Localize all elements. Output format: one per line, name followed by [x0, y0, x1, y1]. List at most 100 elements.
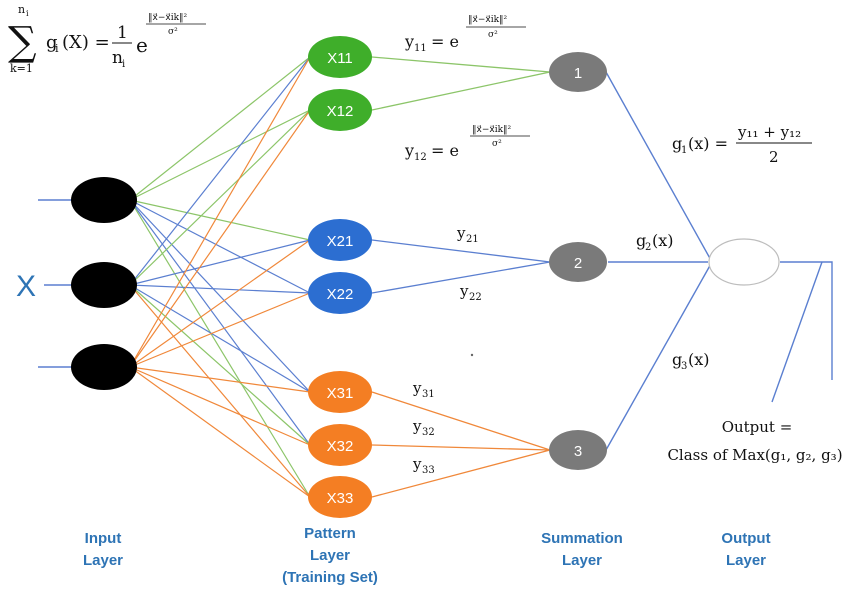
pattern-node-x31: [308, 371, 372, 413]
g2-arg: (x): [652, 231, 674, 250]
edge-in1-x22: [129, 199, 311, 294]
formula-gi: n i ∑ k=1 g i (X) = 1 n i e ‖x⃗−x⃗ik‖² σ…: [8, 3, 206, 75]
y21-label: y: [456, 224, 466, 242]
y11-eq: = e: [431, 32, 459, 51]
sum-upper: n: [18, 3, 25, 16]
x11-label: X11: [327, 50, 353, 67]
g1-lhs: g: [672, 134, 682, 153]
pattern-node-x12: [308, 89, 372, 131]
pattern-node-x22: [308, 272, 372, 314]
frac-num: 1: [117, 23, 128, 43]
y12-exp-den: σ²: [492, 139, 502, 149]
edge-in1-x11: [129, 56, 311, 201]
input-node-2: [71, 262, 137, 308]
summation-layer-nodes: 1 2 3: [549, 52, 607, 470]
y11-exp-den: σ²: [488, 30, 498, 40]
g-lhs-arg: (X) =: [62, 32, 110, 53]
input-x-symbol: X: [16, 270, 36, 303]
g1-sub: 1: [681, 145, 687, 156]
edge-in2-x21: [129, 239, 311, 286]
input-pattern-edges: [129, 56, 311, 498]
edge-x12-s1: [371, 71, 551, 111]
y22-label: y: [459, 282, 469, 300]
g3-label: g: [672, 350, 682, 369]
edge-x21-s2: [371, 239, 551, 263]
edge-in3-x21: [129, 239, 311, 368]
pattern-layer-nodes: X11 X12 X21 X22 X31 X32 X33: [308, 36, 372, 518]
g3-arg: (x): [688, 350, 710, 369]
s1-label: 1: [574, 65, 582, 82]
pattern-summation-edges: [371, 56, 551, 498]
s3-label: 3: [574, 443, 582, 460]
sum-sigma: ∑: [8, 19, 37, 65]
frac-den-sub: i: [122, 59, 125, 70]
edge-in3-x22: [129, 292, 311, 368]
output-text: Output = Class of Max(g₁, g₂, g₃): [667, 418, 842, 464]
edge-in1-x32: [129, 199, 311, 446]
edge-in2-x31: [129, 284, 311, 393]
pattern-layer-label-1: Pattern: [304, 525, 356, 542]
edge-in3-x12: [129, 109, 311, 368]
edge-out-right: [780, 261, 833, 380]
stray-dot: [470, 353, 474, 357]
g1-den: 2: [769, 148, 779, 166]
input-layer-nodes: [71, 177, 137, 390]
edge-in1-x33: [129, 199, 311, 498]
formula-y12: y 12 = e ‖x⃗−x⃗ik‖² σ²: [404, 125, 530, 163]
g2-sub: 2: [645, 242, 651, 253]
y12-exp-num: ‖x⃗−x⃗ik‖²: [472, 125, 512, 135]
edge-s1-out: [605, 71, 713, 263]
edge-in1-x12: [129, 109, 311, 201]
y12-lhs: y: [404, 141, 414, 160]
y11-exp-num: ‖x⃗−x⃗ik‖²: [468, 15, 508, 25]
exp-base: e: [136, 33, 148, 57]
edge-in2-x22: [129, 284, 311, 294]
edge-x32-s3: [371, 444, 551, 451]
edge-in3-x32: [129, 366, 311, 446]
output-node: [708, 238, 780, 286]
x32-label: X32: [327, 438, 354, 455]
summation-node-1: [549, 52, 607, 92]
g1-arg: (x) =: [688, 134, 728, 153]
edge-s3-out: [605, 261, 713, 451]
input-node-1: [71, 177, 137, 223]
edge-in2-x11: [129, 56, 311, 286]
y11-sub: 11: [414, 43, 427, 54]
y21-sub: 21: [466, 234, 479, 245]
pattern-layer-label-2: Layer: [310, 547, 350, 564]
edge-out-down: [771, 261, 823, 403]
y11-lhs: y: [404, 32, 414, 51]
frac-den: n: [112, 48, 123, 68]
g-lhs: g: [46, 32, 58, 53]
edge-in2-x32: [129, 284, 311, 446]
s2-label: 2: [574, 255, 582, 272]
edge-in1-x21: [129, 199, 311, 241]
g-lhs-sub: i: [55, 42, 59, 55]
input-layer-label-2: Layer: [83, 552, 123, 569]
output-layer-label-1: Output: [721, 530, 770, 547]
output-layer-label-2: Layer: [726, 552, 766, 569]
pattern-node-x11: [308, 36, 372, 78]
formula-y11: y 11 = e ‖x⃗−x⃗ik‖² σ²: [404, 15, 526, 54]
summation-node-3: [549, 430, 607, 470]
y31-sub: 31: [422, 389, 435, 400]
pattern-layer-label-3: (Training Set): [282, 569, 378, 586]
edge-in2-x12: [129, 109, 311, 286]
y32-sub: 32: [422, 427, 435, 438]
edge-x11-s1: [371, 56, 551, 73]
y33-label: y: [412, 455, 422, 473]
pattern-node-x32: [308, 424, 372, 466]
g3-sub: 3: [681, 361, 687, 372]
x33-label: X33: [327, 490, 354, 507]
x21-label: X21: [327, 233, 354, 250]
y22-sub: 22: [469, 292, 482, 303]
pattern-node-x33: [308, 476, 372, 518]
y12-sub: 12: [414, 152, 427, 163]
input-stubs: [38, 199, 72, 368]
output-line1: Output =: [722, 418, 793, 436]
y32-label: y: [412, 417, 422, 435]
edge-in3-x31: [129, 366, 311, 393]
y31-label: y: [412, 379, 422, 397]
